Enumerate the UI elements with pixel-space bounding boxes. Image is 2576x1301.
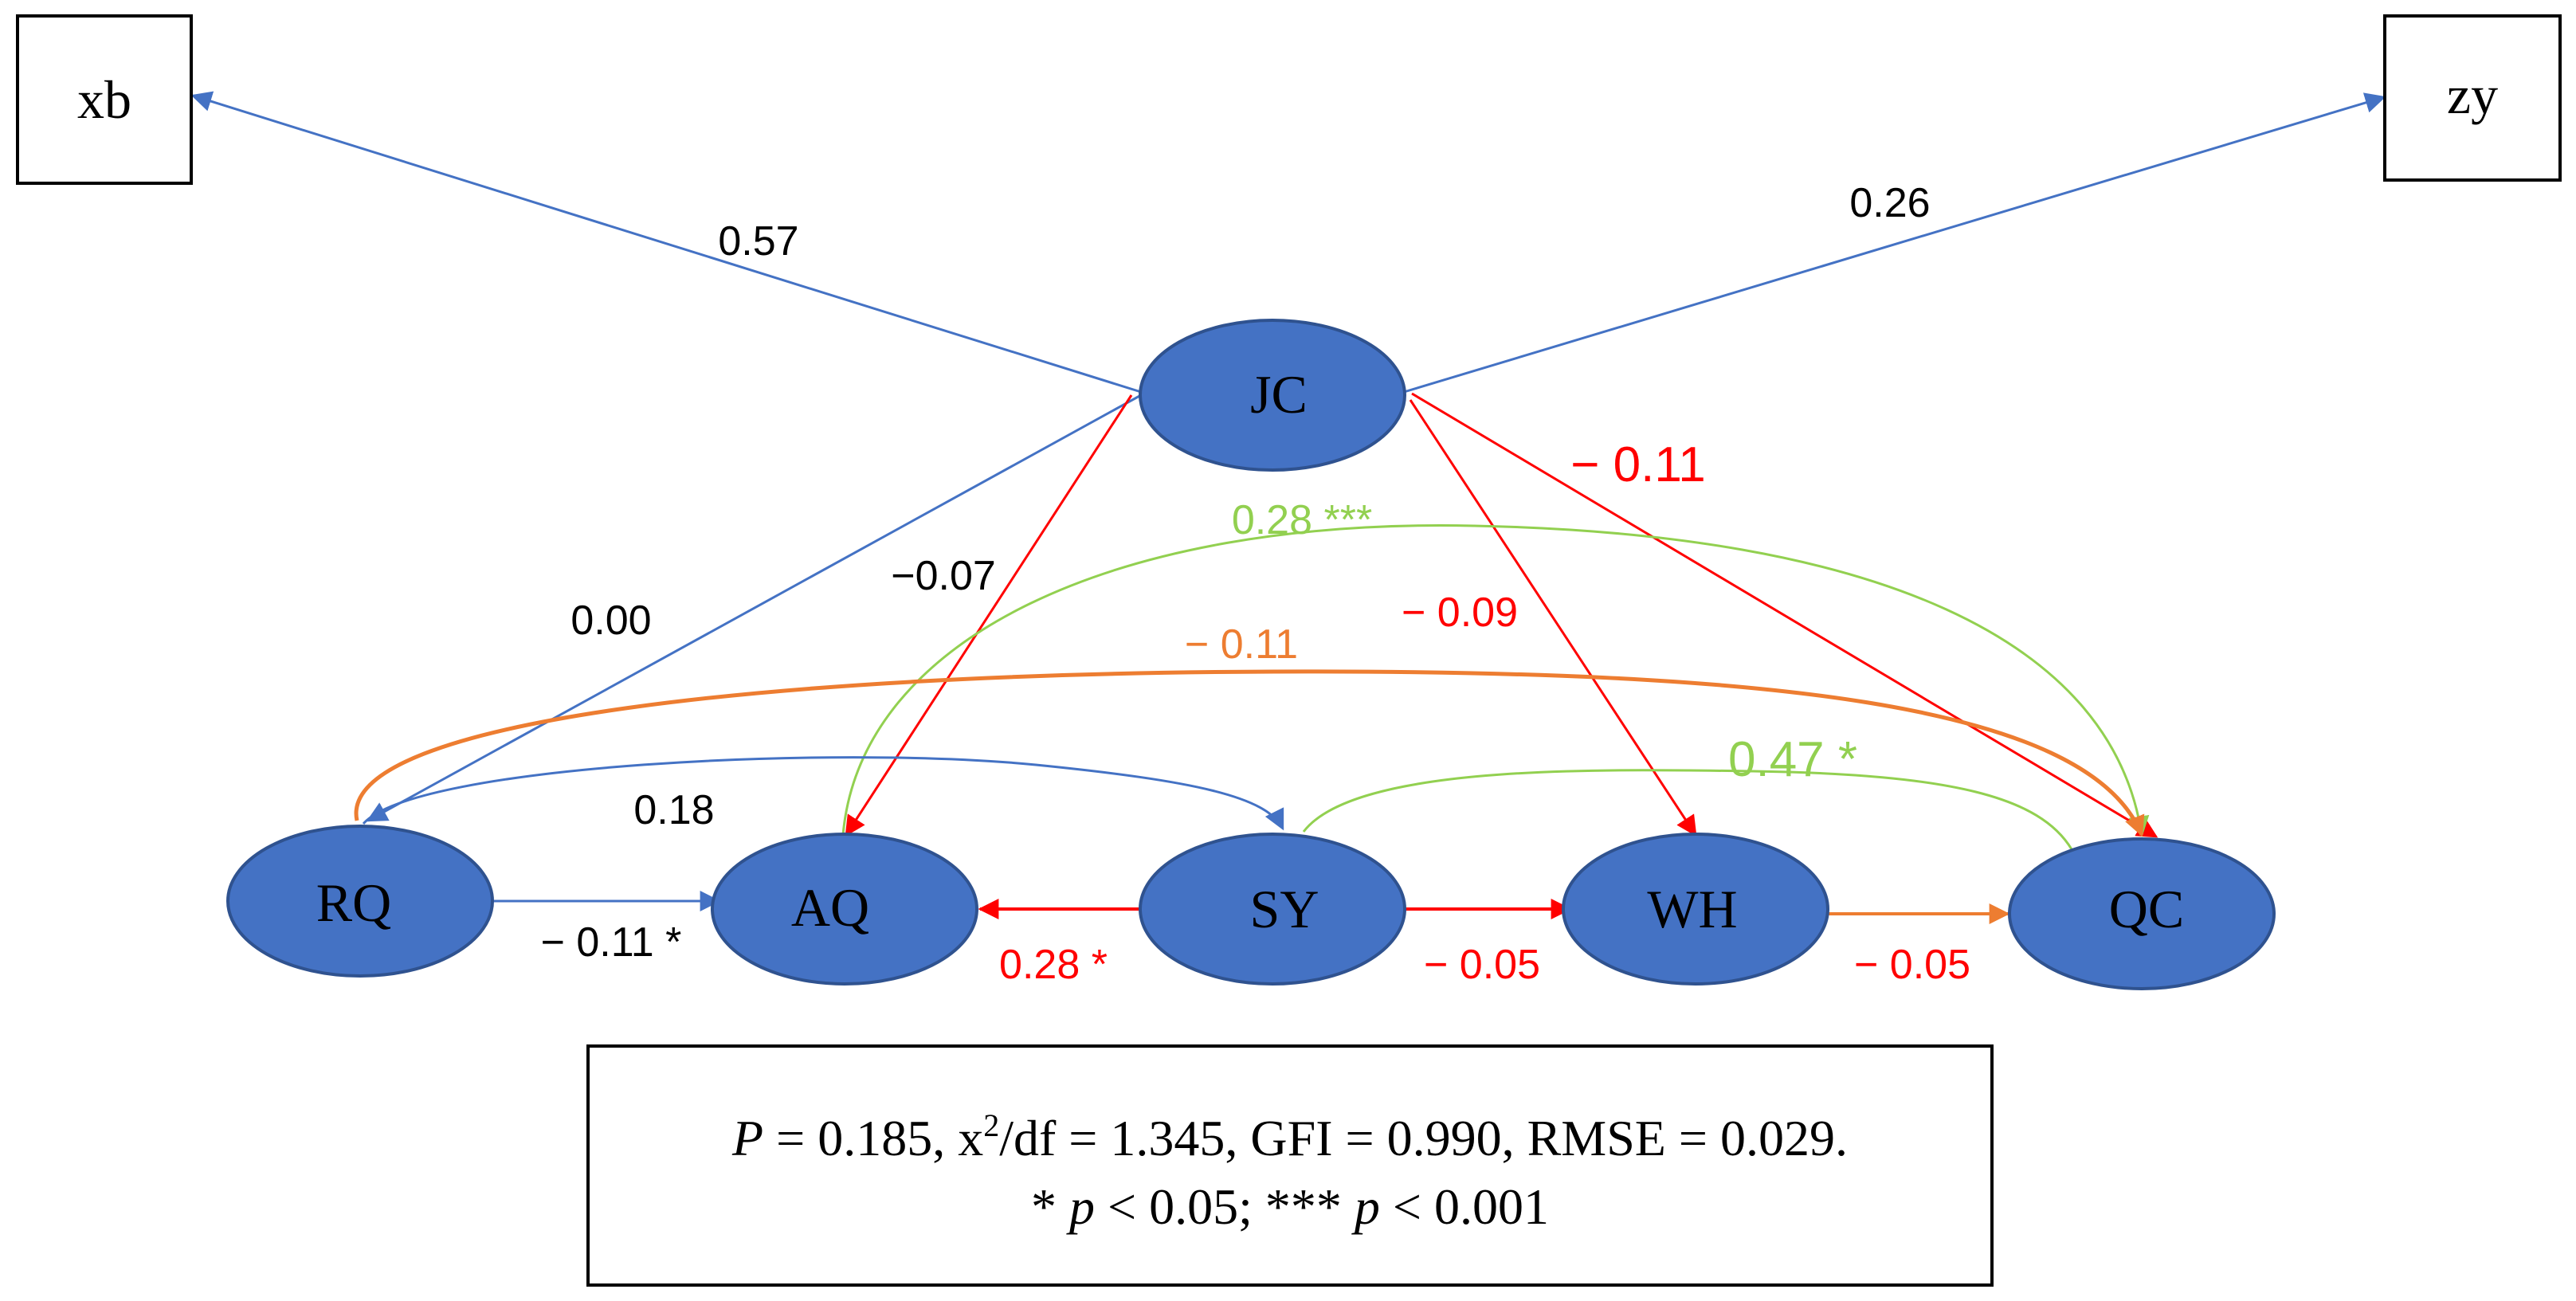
node-xb-box: [16, 14, 193, 185]
node-jc: [1139, 319, 1406, 472]
node-wh-label: WH: [1647, 879, 1737, 939]
edge-jc-xb: [190, 91, 1142, 394]
label-rq-aq: − 0.11 *: [541, 919, 682, 966]
label-jc-wh: − 0.09: [1402, 590, 1518, 636]
label-jc-rq: 0.00: [570, 598, 651, 644]
node-rq: [226, 825, 494, 978]
node-qc: [2008, 837, 2276, 990]
label-wh-qc: − 0.05: [1854, 942, 1970, 988]
edge-jc-aq: [845, 394, 1133, 837]
node-xb-label: xb: [77, 69, 131, 130]
edge-sy-qc: [1302, 769, 2073, 850]
stats-box: [586, 1044, 1994, 1287]
node-zy-label: zy: [2447, 65, 2498, 125]
node-sy: [1139, 833, 1406, 986]
label-jc-zy: 0.26: [1849, 180, 1930, 226]
edge-aq-qc: [841, 524, 2150, 837]
label-sy-aq: 0.28 *: [999, 942, 1108, 988]
label-jc-aq: −0.07: [891, 553, 996, 599]
label-sy-wh: − 0.05: [1424, 942, 1540, 988]
label-aq-qc: 0.28 ***: [1232, 497, 1372, 543]
label-rq-sy: 0.18: [633, 787, 714, 833]
node-qc-label: QC: [2109, 879, 2184, 939]
edge-rq-sy: [362, 756, 1284, 831]
node-rq-label: RQ: [316, 872, 391, 933]
node-jc-label: JC: [1250, 364, 1308, 425]
node-aq: [711, 833, 978, 986]
edge-jc-rq: [366, 394, 1142, 822]
node-sy-label: SY: [1250, 879, 1319, 939]
edge-jc-zy: [1403, 92, 2386, 394]
node-zy-box: [2383, 14, 2562, 182]
stats-line-2: * p < 0.05; *** p < 0.001: [1031, 1178, 1549, 1235]
edge-rq-qc: [354, 669, 2145, 837]
stats-line-1: P = 0.185, x2/df = 1.345, GFI = 0.990, R…: [731, 1107, 1848, 1166]
node-aq-label: AQ: [791, 877, 869, 938]
edge-jc-qc: [1411, 392, 2158, 838]
node-wh: [1562, 833, 1829, 986]
label-jc-xb: 0.57: [718, 218, 798, 265]
label-rq-qc: − 0.11: [1185, 621, 1298, 668]
label-jc-qc: − 0.11: [1570, 437, 1706, 492]
label-sy-qc: 0.47 *: [1728, 732, 1857, 787]
edge-jc-wh: [1409, 399, 1697, 837]
